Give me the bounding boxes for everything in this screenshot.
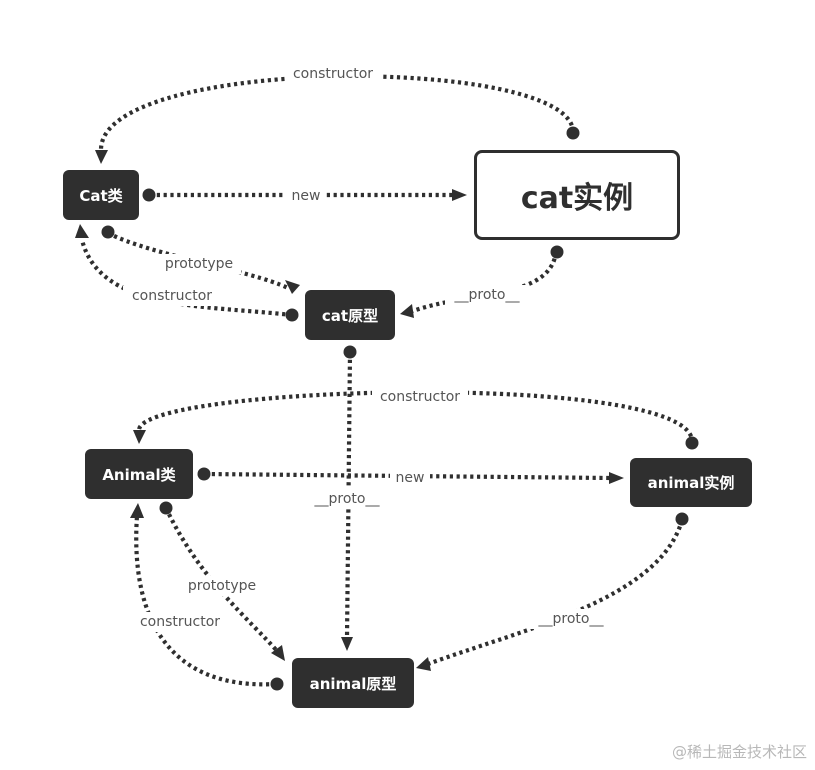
label-animal-instance-proto: __proto__ <box>538 611 605 627</box>
edge-cat-instance-constructor <box>98 74 576 151</box>
node-cat-class: Cat类 <box>63 170 139 220</box>
label-animal-proto-constructor: constructor <box>140 614 220 630</box>
label-animal-instance-constructor: constructor <box>380 389 460 405</box>
edge-start-dot <box>101 225 115 239</box>
arrow-head <box>130 503 144 518</box>
arrow-head <box>452 189 467 201</box>
arrow-head <box>341 637 353 651</box>
label-animal-prototype: prototype <box>188 578 256 594</box>
node-animal-class: Animal类 <box>85 449 193 499</box>
edge-start-dot <box>343 345 357 359</box>
label-cat-proto-to-animal-proto: __proto__ <box>314 491 381 507</box>
edge-start-dot <box>550 245 564 259</box>
edge-animal-instance-proto <box>427 519 685 666</box>
edge-start-dot <box>159 501 173 515</box>
arrow-head <box>95 150 108 164</box>
edge-start-dot <box>142 188 156 202</box>
node-animal-instance: animal实例 <box>630 458 752 507</box>
label-cat-new: new <box>292 188 321 204</box>
arrow-head <box>400 304 414 318</box>
node-cat-instance: cat实例 <box>474 150 680 240</box>
edge-start-dot <box>270 677 284 691</box>
edge-animal-proto-constructor <box>134 515 277 687</box>
edge-start-dot <box>675 512 689 526</box>
arrow-head <box>133 430 146 444</box>
label-animal-new: new <box>396 470 425 486</box>
arrow-head <box>285 280 300 294</box>
label-cat-instance-proto: __proto__ <box>454 287 521 303</box>
watermark: @稀土掘金技术社区 <box>671 743 807 761</box>
label-cat-instance-constructor: constructor <box>293 66 373 82</box>
arrow-head <box>609 472 624 484</box>
arrow-head <box>416 657 431 671</box>
edge-start-dot <box>566 126 580 140</box>
node-animal-prototype: animal原型 <box>292 658 414 708</box>
node-cat-prototype: cat原型 <box>305 290 395 340</box>
edge-start-dot <box>197 467 211 481</box>
label-cat-prototype: prototype <box>165 256 233 272</box>
edge-start-dot <box>685 436 699 450</box>
arrow-head <box>75 224 89 238</box>
arrow-head <box>271 645 285 661</box>
edge-start-dot <box>285 308 299 322</box>
edge-cat-proto-constructor <box>79 239 293 318</box>
label-cat-proto-constructor: constructor <box>132 288 212 304</box>
